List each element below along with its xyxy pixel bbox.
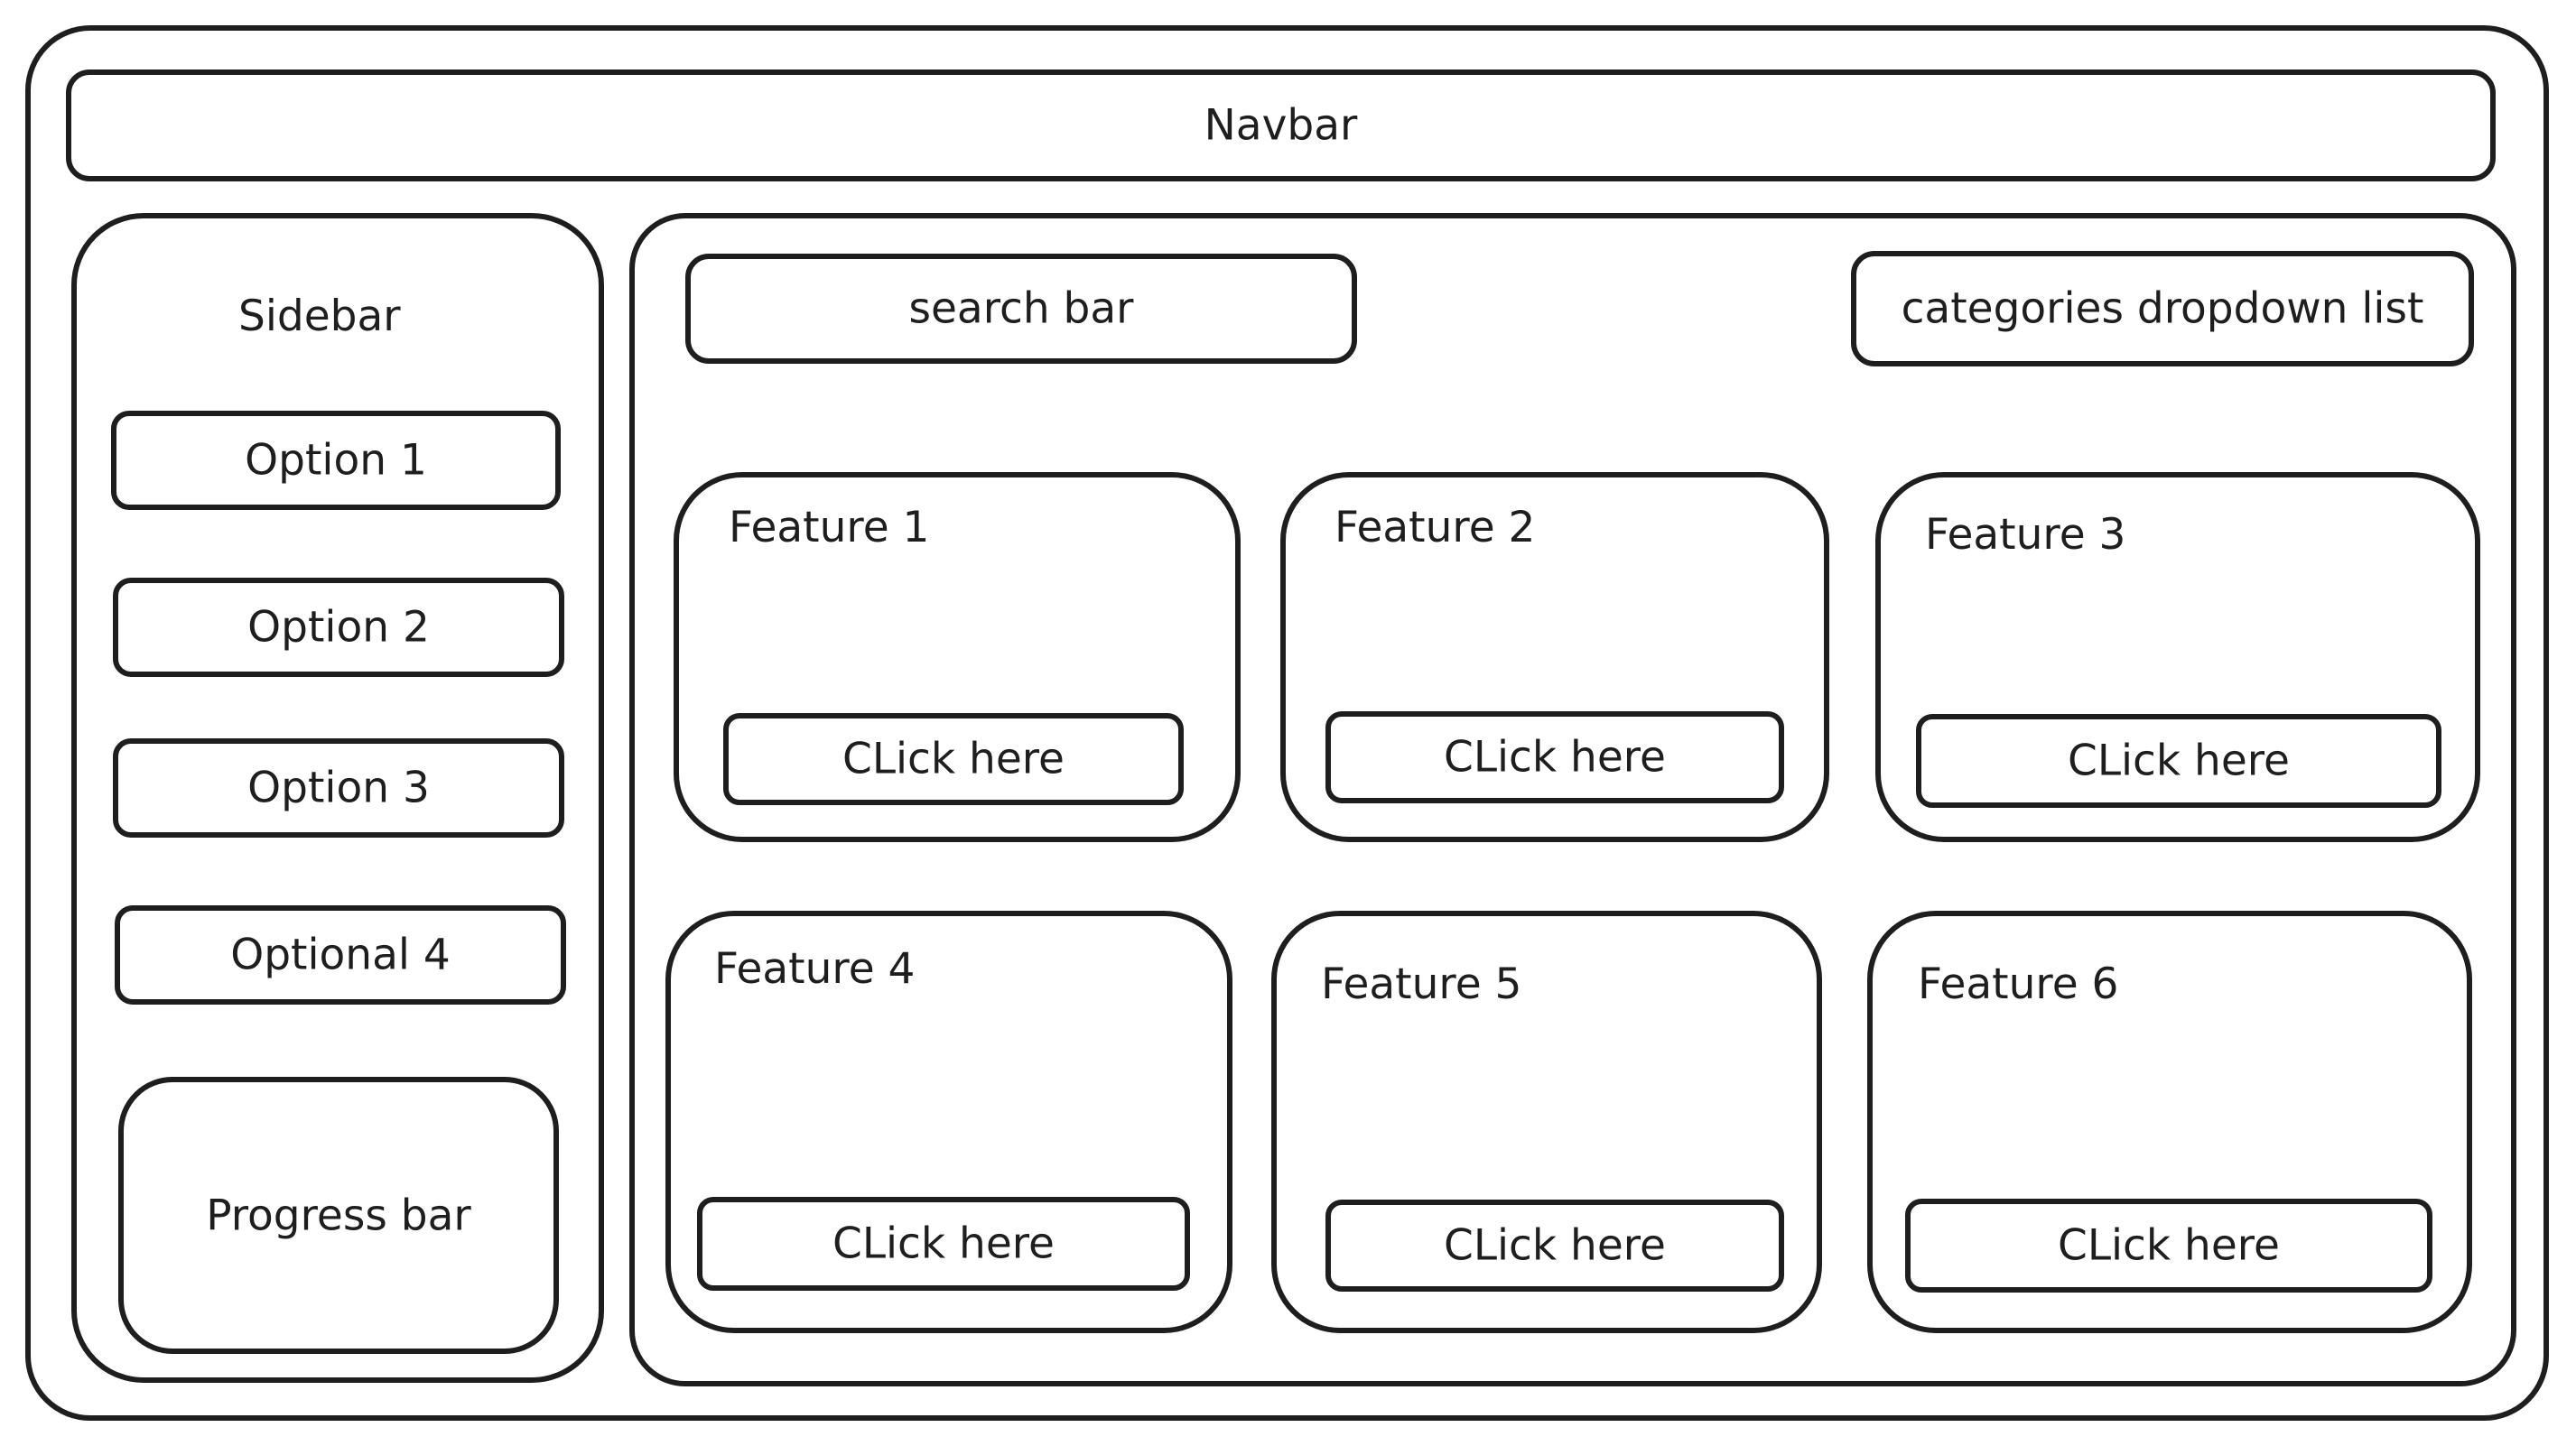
sidebar-title: Sidebar (238, 292, 401, 341)
sidebar-item-label: Option 2 (247, 602, 430, 653)
categories-dropdown-label: categories dropdown list (1901, 283, 2424, 334)
main-content (629, 213, 2516, 1386)
categories-dropdown[interactable]: categories dropdown list (1851, 251, 2474, 366)
feature-button-label: CLick here (1444, 1220, 1666, 1271)
app-frame (25, 25, 2549, 1421)
feature-card-title: Feature 6 (1918, 959, 2119, 1009)
feature-card-3 (1875, 472, 2480, 842)
sidebar-item-label: Option 3 (247, 763, 430, 813)
search-input[interactable]: search bar (685, 254, 1357, 364)
sidebar-item-option-3[interactable]: Option 3 (113, 738, 564, 838)
feature-4-button[interactable]: CLick here (697, 1197, 1190, 1291)
navbar-label: Navbar (1204, 100, 1358, 151)
progress-bar-label: Progress bar (206, 1191, 471, 1240)
feature-1-button[interactable]: CLick here (723, 713, 1184, 805)
feature-card-5 (1271, 911, 1822, 1333)
feature-3-button[interactable]: CLick here (1916, 714, 2441, 808)
feature-card-title: Feature 1 (729, 503, 930, 552)
sidebar (71, 213, 604, 1383)
sidebar-item-option-1[interactable]: Option 1 (111, 411, 561, 510)
feature-2-button[interactable]: CLick here (1325, 711, 1784, 803)
feature-card-6 (1867, 911, 2472, 1333)
feature-card-4 (665, 911, 1232, 1333)
feature-6-button[interactable]: CLick here (1905, 1199, 2432, 1293)
progress-bar: Progress bar (118, 1077, 559, 1354)
sidebar-item-label: Option 1 (245, 435, 427, 486)
feature-button-label: CLick here (832, 1219, 1055, 1269)
feature-5-button[interactable]: CLick here (1325, 1200, 1784, 1292)
feature-card-1 (674, 472, 1241, 842)
search-input-label: search bar (908, 283, 1134, 334)
sidebar-item-optional-4[interactable]: Optional 4 (115, 905, 566, 1005)
feature-card-2 (1280, 472, 1829, 842)
sidebar-item-option-2[interactable]: Option 2 (113, 578, 564, 677)
feature-button-label: CLick here (2058, 1220, 2280, 1271)
sidebar-item-label: Optional 4 (230, 930, 451, 980)
feature-card-title: Feature 3 (1925, 510, 2126, 560)
feature-card-title: Feature 5 (1321, 959, 1522, 1009)
feature-button-label: CLick here (842, 734, 1065, 784)
feature-button-label: CLick here (2068, 736, 2290, 786)
feature-card-title: Feature 2 (1334, 503, 1536, 552)
feature-button-label: CLick here (1444, 732, 1666, 783)
navbar[interactable]: Navbar (66, 70, 2496, 181)
feature-card-title: Feature 4 (714, 944, 916, 994)
